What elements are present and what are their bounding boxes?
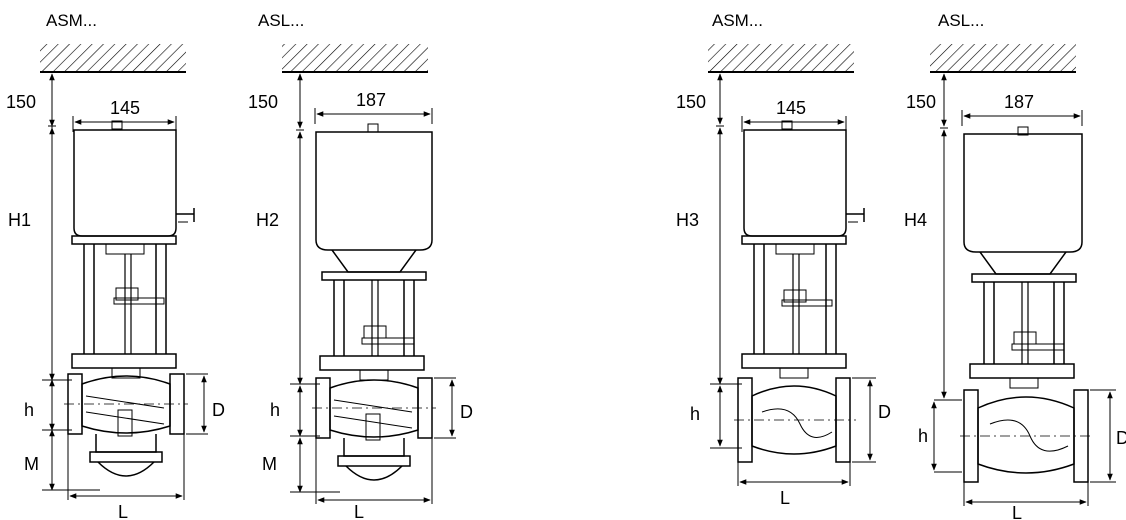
clearance-label: 150 [6,92,36,112]
actuator-body [73,129,177,237]
figure-asm-2way: ASM... 150 H3 h 145 [676,11,891,508]
model-label: ASL... [258,11,304,30]
height-label: H1 [8,210,31,230]
l-label: L [354,502,364,520]
d-label: D [460,402,473,422]
d-label: D [878,402,891,422]
clearance-label: 150 [676,92,706,112]
h-label: h [270,400,280,420]
height-label: H4 [904,210,927,230]
actuator-body [963,133,1083,253]
h-label: h [690,404,700,424]
m-label: M [262,454,277,474]
clearance-label: 150 [248,92,278,112]
height-label: H3 [676,210,699,230]
clearance-label: 150 [906,92,936,112]
ceiling-hatch [930,44,1076,72]
d-label: D [212,400,225,420]
width-label: 145 [776,98,806,118]
figure-asm-3way: ASM... 150 H1 h M 145 [6,11,225,520]
actuator-body [743,129,847,237]
ceiling-hatch [708,44,854,72]
l-label: L [780,488,790,508]
model-label: ASM... [712,11,763,30]
width-label: 187 [356,90,386,110]
model-label: ASL... [938,11,984,30]
l-label: L [118,502,128,520]
l-label: L [1012,503,1022,520]
h-label: h [918,426,928,446]
width-label: 145 [110,98,140,118]
ceiling-hatch [40,44,186,72]
h-label: h [24,400,34,420]
actuator-body [315,131,433,251]
figure-asl-3way: ASL... 150 H2 h M 187 [248,11,473,520]
height-label: H2 [256,210,279,230]
ceiling-hatch [282,44,428,72]
model-label: ASM... [46,11,97,30]
figure-asl-2way: ASL... 150 H4 h 187 [904,11,1126,520]
d-label: D [1116,428,1126,448]
width-label: 187 [1004,92,1034,112]
m-label: M [24,454,39,474]
